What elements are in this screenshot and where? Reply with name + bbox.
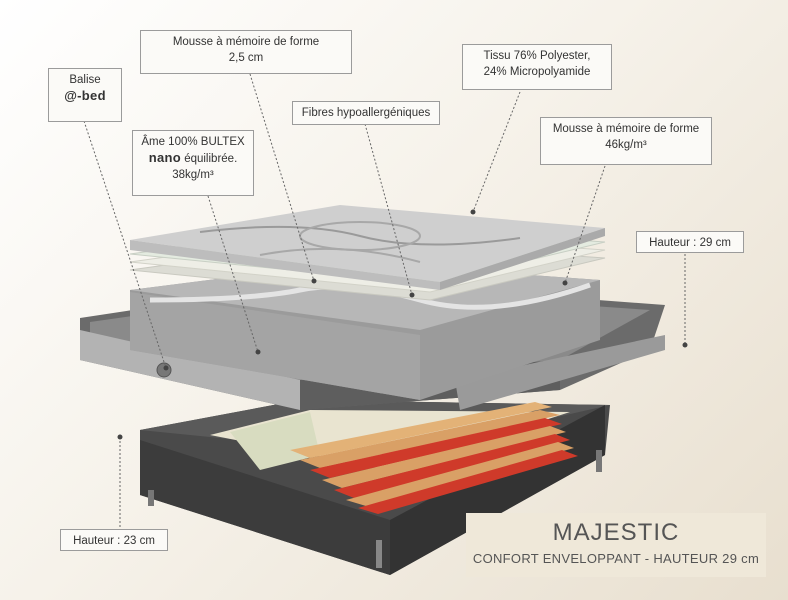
hauteur-left-text: Hauteur : 23 cm xyxy=(73,535,155,547)
mousse-top-line2: 2,5 cm xyxy=(228,52,264,64)
mousse-top-label: Mousse à mémoire de forme 2,5 cm xyxy=(140,30,352,74)
balise-label: Balise @-bed xyxy=(48,68,122,122)
tissu-line2: 24% Micropolyamide xyxy=(483,66,591,78)
slats xyxy=(290,402,578,514)
tissu-label: Tissu 76% Polyester, 24% Micropolyamide xyxy=(462,44,612,90)
balise-title: Balise xyxy=(69,74,101,86)
ame-density: 38kg/m³ xyxy=(172,169,214,181)
product-tagline: CONFORT ENVELOPPANT - HAUTEUR 29 cm xyxy=(472,551,760,566)
product-name: MAJESTIC xyxy=(552,519,680,546)
product-title-box: MAJESTIC CONFORT ENVELOPPANT - HAUTEUR 2… xyxy=(466,513,766,577)
ame-line2: équilibrée. xyxy=(181,153,238,165)
hauteur-right-label: Hauteur : 29 cm xyxy=(636,231,744,253)
hauteur-left-label: Hauteur : 23 cm xyxy=(60,529,168,551)
fibres-text: Fibres hypoallergéniques xyxy=(301,107,431,119)
mousse-right-line2: 46kg/m³ xyxy=(605,139,647,151)
hauteur-right-text: Hauteur : 29 cm xyxy=(649,237,731,249)
bed-base xyxy=(140,400,610,575)
fibres-label: Fibres hypoallergéniques xyxy=(292,101,440,125)
tissu-line1: Tissu 76% Polyester, xyxy=(483,50,591,62)
mousse-right-label: Mousse à mémoire de forme 46kg/m³ xyxy=(540,117,712,165)
ame-line1: Âme 100% BULTEX xyxy=(141,136,245,148)
ebed-brand: @-bed xyxy=(64,88,106,103)
ame-label: Âme 100% BULTEX nano équilibrée. 38kg/m³ xyxy=(132,130,254,196)
mattress-top xyxy=(130,205,605,290)
ame-nano: nano xyxy=(148,150,181,165)
mousse-right-line1: Mousse à mémoire de forme xyxy=(552,123,700,135)
mousse-top-line1: Mousse à mémoire de forme xyxy=(172,36,320,48)
